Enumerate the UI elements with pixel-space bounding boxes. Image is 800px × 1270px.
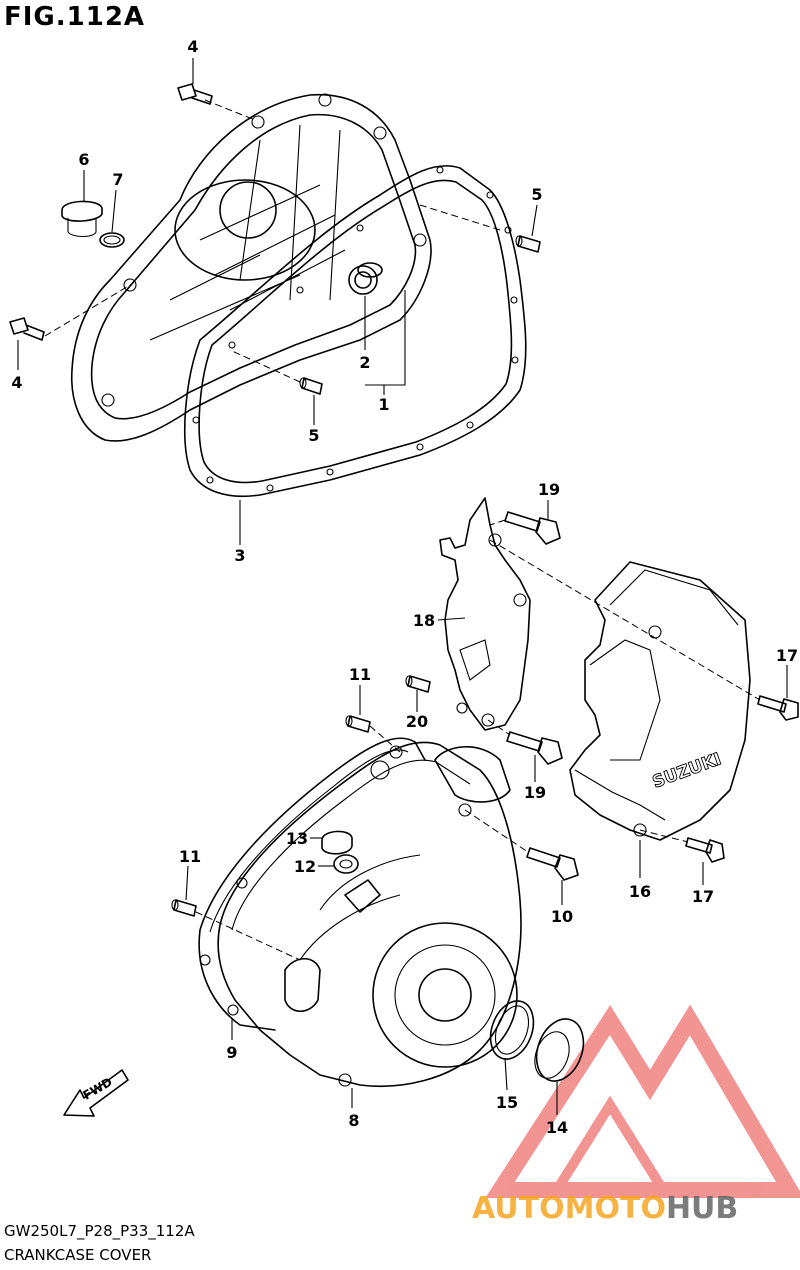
dowel-pin-part-11-upper <box>345 715 371 733</box>
plug-part-13 <box>321 830 353 855</box>
callout-12: 12 <box>294 857 316 876</box>
dowel-pin-part-5-right <box>515 235 541 253</box>
callout-15: 15 <box>496 1093 518 1112</box>
callout-20: 20 <box>406 712 428 731</box>
gasket-part-9 <box>198 737 426 1031</box>
crankcase-cover-part-1 <box>70 93 432 442</box>
callout-13: 13 <box>286 829 308 848</box>
dowel-pin-part-5-center <box>299 377 323 395</box>
watermark-logo <box>485 1004 800 1198</box>
callout-17-upper: 17 <box>776 646 798 665</box>
callout-17-lower: 17 <box>692 887 714 906</box>
callout-8: 8 <box>348 1111 359 1130</box>
figure-title: FIG.112A <box>4 2 146 32</box>
callout-9: 9 <box>226 1043 237 1062</box>
assembly-lines <box>44 99 761 961</box>
callout-11-lower: 11 <box>179 847 201 866</box>
callout-19-lower: 19 <box>524 783 546 802</box>
magneto-cover-part-8 <box>199 741 522 1088</box>
callout-4-left: 4 <box>11 373 22 392</box>
callout-11-upper: 11 <box>349 665 371 684</box>
o-ring-part-7 <box>99 232 125 248</box>
callout-16: 16 <box>629 882 651 901</box>
dowel-pin-part-20 <box>405 675 431 693</box>
gasket-part-3 <box>184 165 527 498</box>
callout-10: 10 <box>551 907 573 926</box>
callout-5-center: 5 <box>308 426 319 445</box>
callout-14: 14 <box>546 1118 568 1137</box>
bolt-part-19-lower <box>506 731 563 765</box>
callout-2: 2 <box>359 353 370 372</box>
o-ring-part-15 <box>489 1000 535 1060</box>
bracket-part-18 <box>439 497 531 731</box>
callout-3: 3 <box>234 546 245 565</box>
svg-text:AUTOMOTOHUB: AUTOMOTOHUB <box>472 1191 738 1226</box>
bolt-part-17-lower <box>685 837 725 863</box>
bolt-part-19-upper <box>504 511 561 545</box>
dowel-pin-part-11-lower <box>171 899 197 917</box>
watermark-text: AUTOMOTOHUB <box>472 1191 738 1226</box>
bolt-part-10 <box>526 847 579 881</box>
washer-part-12 <box>333 854 359 874</box>
cap-part-14 <box>534 1018 585 1082</box>
bolt-part-17-upper <box>757 695 799 721</box>
callout-5-right: 5 <box>531 185 542 204</box>
callout-19-upper: 19 <box>538 480 560 499</box>
oil-filler-plug-part-6 <box>61 200 103 238</box>
callout-4-upper: 4 <box>187 37 198 56</box>
callout-18: 18 <box>413 611 435 630</box>
fwd-label: FWD <box>81 1075 115 1103</box>
callout-7: 7 <box>112 170 123 189</box>
callout-labels: 4 6 7 5 4 2 1 5 3 19 18 17 11 20 19 13 1… <box>11 37 798 1137</box>
callout-6: 6 <box>78 150 89 169</box>
figure-code: GW250L7_P28_P33_112A <box>4 1222 195 1240</box>
fwd-arrow-icon: FWD <box>63 1069 129 1117</box>
watermark-text-part1: AUTOMOTO <box>472 1191 666 1226</box>
bolt-part-4-upper <box>177 83 213 105</box>
watermark-text-part2: HUB <box>666 1191 738 1226</box>
callout-1: 1 <box>378 395 389 414</box>
bolt-part-4-left <box>9 317 45 341</box>
watermark-triangle-icon <box>485 1004 800 1198</box>
suzuki-emblem-text: SUZUKI <box>650 749 724 792</box>
figure-name: CRANKCASE COVER <box>4 1246 152 1264</box>
leader-lines <box>17 58 788 1115</box>
